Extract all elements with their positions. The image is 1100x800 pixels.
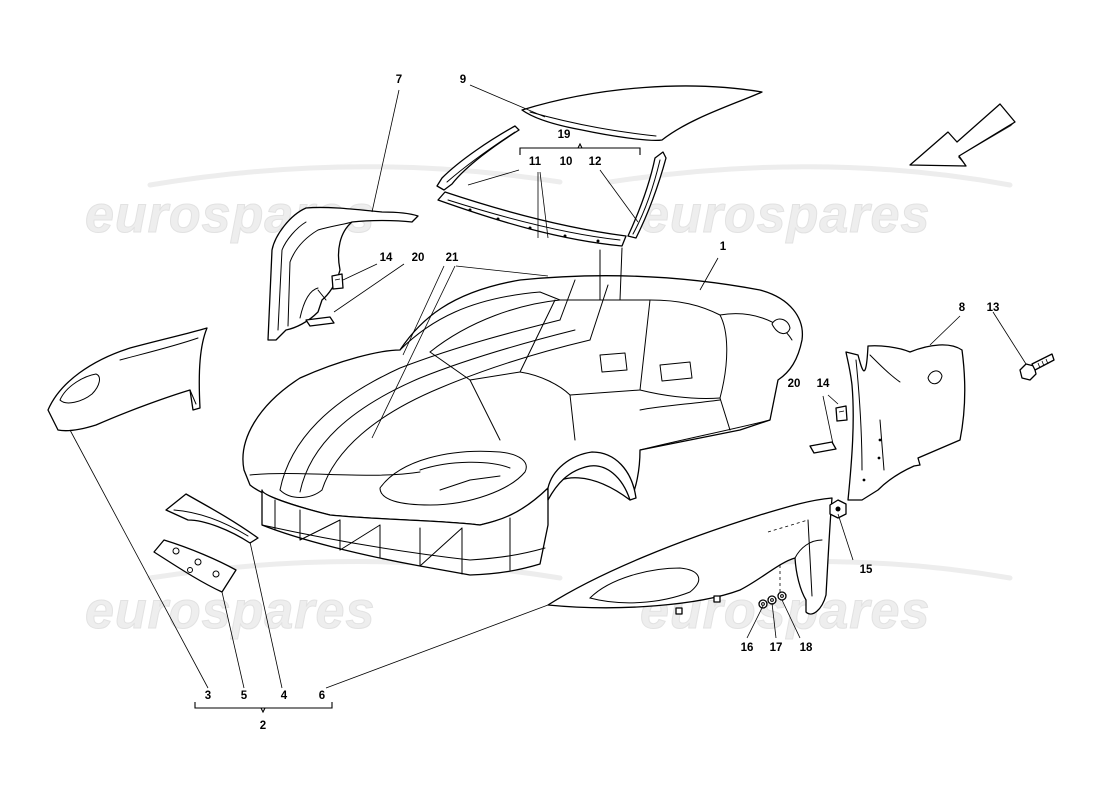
windscreen-cross-member bbox=[437, 191, 627, 247]
roof-panel bbox=[521, 85, 763, 142]
callout-10: 10 bbox=[560, 156, 573, 168]
callout-21: 21 bbox=[446, 252, 459, 264]
watermark-top-right: eurospares bbox=[640, 186, 930, 244]
callout-7: 7 bbox=[396, 74, 402, 86]
direction-arrow-icon bbox=[909, 103, 1016, 167]
clip-14-right bbox=[835, 405, 848, 422]
callout-9: 9 bbox=[460, 74, 466, 86]
callout-15: 15 bbox=[860, 564, 873, 576]
callout-labels: 7 9 19 11 10 12 1 14 20 21 8 13 20 14 15… bbox=[205, 74, 1000, 732]
callout-5: 5 bbox=[241, 690, 248, 702]
callout-18: 18 bbox=[800, 642, 813, 654]
inner-pillar-panel bbox=[267, 206, 419, 341]
callout-12: 12 bbox=[589, 156, 602, 168]
bolt bbox=[1019, 353, 1055, 381]
front-inner-panel-upper bbox=[165, 493, 259, 544]
pad-20-left bbox=[305, 316, 335, 327]
bracket-19 bbox=[519, 142, 641, 155]
callout-17: 17 bbox=[770, 642, 783, 654]
watermark-bottom-right: eurospares bbox=[640, 582, 930, 640]
callout-4: 4 bbox=[281, 690, 288, 702]
washers bbox=[758, 591, 787, 609]
door-fastener bbox=[829, 499, 847, 519]
watermarks: eurospares eurospares eurospares eurospa… bbox=[85, 164, 1013, 641]
callout-2: 2 bbox=[260, 720, 266, 732]
callout-14-left: 14 bbox=[380, 252, 393, 264]
windscreen-pillar-left bbox=[436, 125, 520, 191]
callout-8: 8 bbox=[959, 302, 966, 314]
callout-6: 6 bbox=[319, 690, 325, 702]
door-sill-panel bbox=[547, 497, 833, 615]
bracket-2 bbox=[194, 702, 333, 714]
callout-20-right: 20 bbox=[788, 378, 801, 390]
front-inner-panel-lower bbox=[153, 539, 237, 593]
car-body-shell bbox=[242, 247, 803, 576]
callout-16: 16 bbox=[741, 642, 754, 654]
callout-3: 3 bbox=[205, 690, 211, 702]
leader-lines bbox=[69, 84, 1027, 689]
callout-19: 19 bbox=[558, 129, 571, 141]
callout-1: 1 bbox=[720, 241, 727, 253]
windscreen-pillar-right bbox=[627, 151, 667, 239]
callout-14-right: 14 bbox=[817, 378, 830, 390]
callout-13: 13 bbox=[987, 302, 1000, 314]
callout-11: 11 bbox=[529, 156, 542, 168]
clip-14-left bbox=[331, 273, 344, 290]
rear-quarter-panel bbox=[845, 344, 966, 501]
pad-20-right bbox=[809, 441, 837, 454]
callout-20-left: 20 bbox=[412, 252, 425, 264]
watermark-bottom-left: eurospares bbox=[85, 582, 375, 640]
front-wing-left bbox=[47, 327, 208, 432]
